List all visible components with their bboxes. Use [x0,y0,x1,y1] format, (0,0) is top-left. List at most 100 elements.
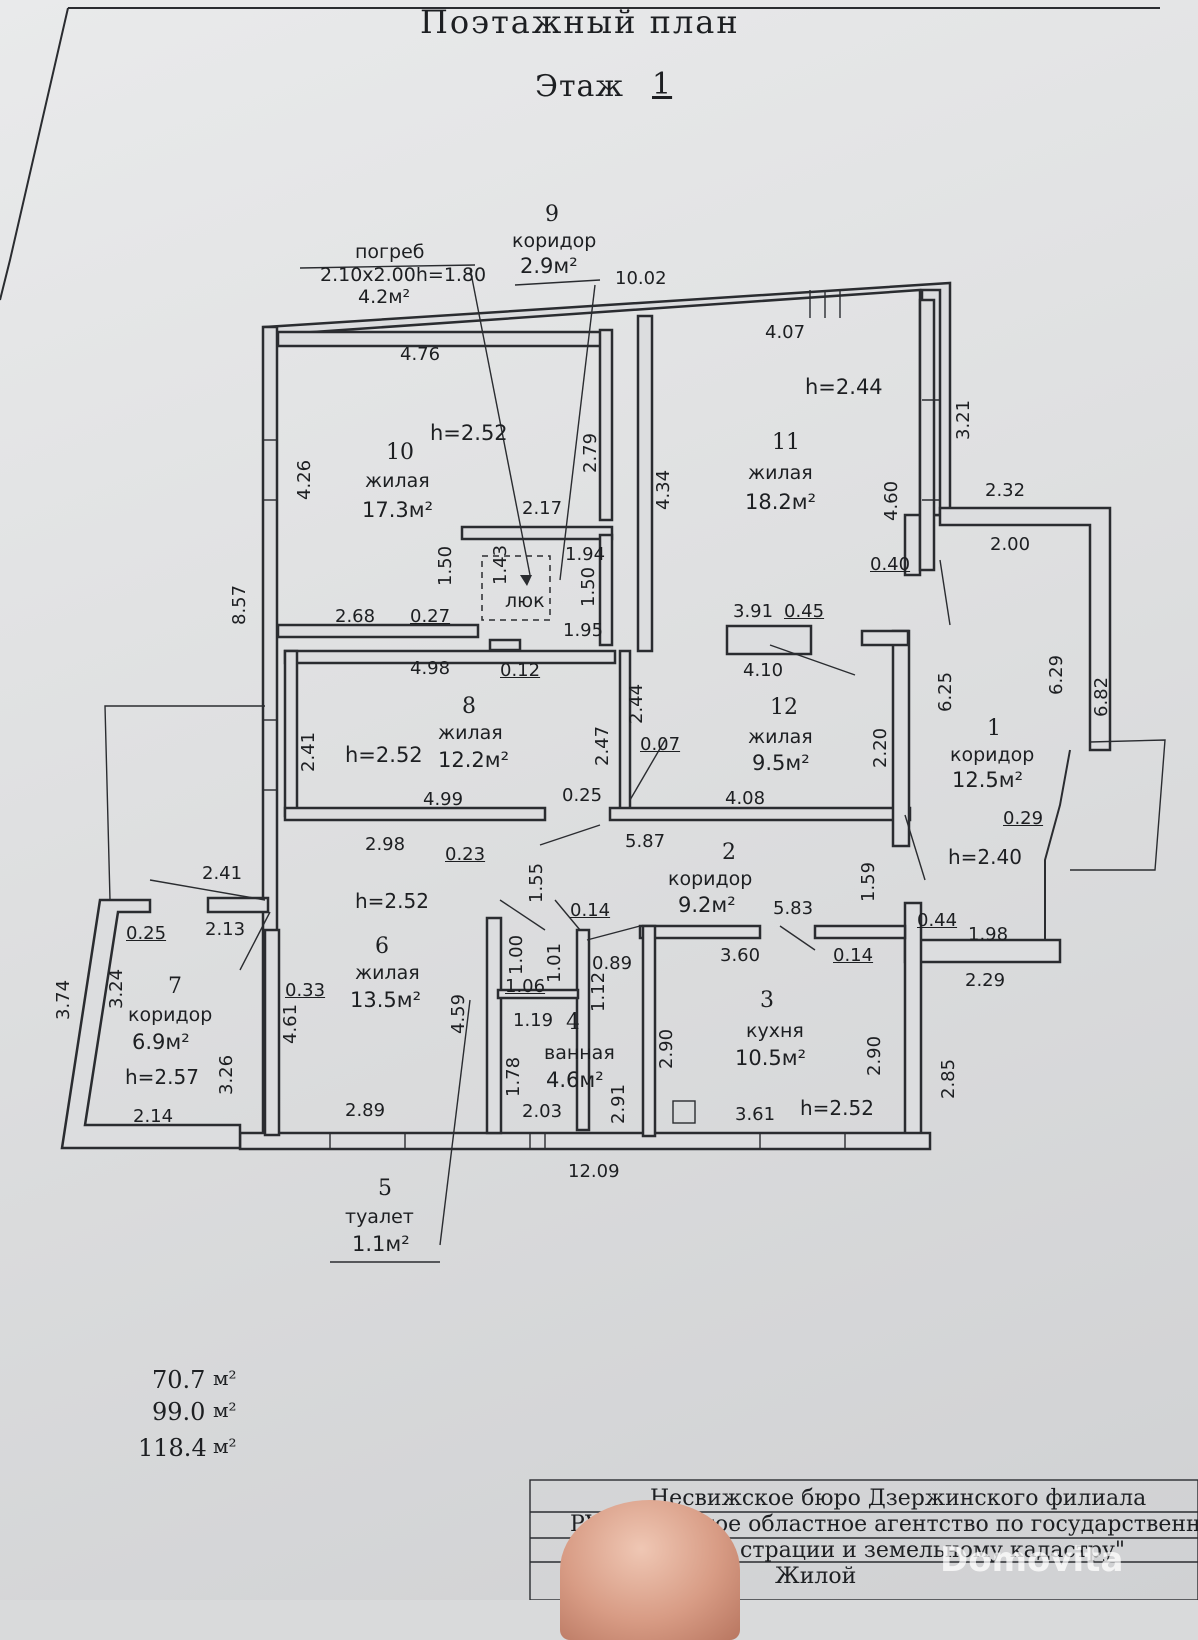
room10-number: 10 [386,440,414,465]
dim-2-79: 2.79 [580,432,601,473]
room2-area: 9.2м² [678,893,736,917]
room3-number: 3 [760,988,774,1013]
cellar-area: 4.2м² [358,286,411,308]
watermark-logo: Domovita [940,1540,1124,1580]
sheet-border-left [0,7,69,301]
room8-area: 12.2м² [438,748,510,772]
wall-room10-top [276,330,610,348]
dim-2-14: 2.14 [133,1106,174,1127]
room10-area: 17.3м² [362,498,434,522]
corridor9-name: коридор [512,230,597,252]
dim-2-41b: 2.41 [202,863,243,884]
dim-4-10: 4.10 [743,660,784,681]
dim-3-60: 3.60 [720,945,761,966]
dim-1-12: 1.12 [588,971,609,1012]
stove-block [725,624,813,656]
dim-2-17: 2.17 [522,498,563,519]
total-2-unit: м² [213,1398,237,1422]
dim-1-19: 1.19 [513,1010,554,1031]
room12-name: жилая [748,726,813,748]
room11-height: h=2.44 [805,375,883,399]
room3-height: h=2.52 [800,1096,874,1120]
wall-bath-left [485,916,503,1135]
wall-kitchen-top-b [813,924,907,940]
dim-1-01: 1.01 [544,942,565,983]
dim-3-61: 3.61 [735,1104,776,1125]
wall-room7 [60,898,242,1150]
room12-number: 12 [770,695,798,720]
dim-2-41: 2.41 [298,731,319,772]
dim-0-27: 0.27 [410,606,451,627]
wall-kitchen-top-a [638,924,762,940]
dim-2-85: 2.85 [938,1058,959,1099]
dim-2-20: 2.20 [870,727,891,768]
dim-6-29: 6.29 [1046,654,1067,695]
dim-4-34: 4.34 [653,469,674,510]
window-marks [263,290,940,1149]
dim-0-44: 0.44 [917,910,958,931]
dim-10-02: 10.02 [615,268,667,289]
dim-3-74: 3.74 [53,979,74,1020]
dim-2-89: 2.89 [345,1100,386,1121]
outer-wall-right-lower [903,901,923,1150]
total-1-unit: м² [213,1366,237,1390]
dim-6-82: 6.82 [1091,676,1112,717]
room3-name: кухня [746,1020,804,1042]
stamp-frame [529,1479,1198,1600]
room1-name: коридор [950,744,1035,766]
total-1: 70.7 [152,1366,206,1394]
dim-2-98: 2.98 [365,834,406,855]
toilet5-name: туалет [345,1206,414,1228]
dim-5-87: 5.87 [625,831,666,852]
wall-room7-top [206,896,270,914]
dim-4-99: 4.99 [423,789,464,810]
room3-area: 10.5м² [735,1046,807,1070]
room7-name: коридор [128,1004,213,1026]
dim-4-59: 4.59 [448,993,469,1034]
room4-name: ванная [544,1042,615,1064]
dim-3-26: 3.26 [216,1054,237,1095]
dim-0-29: 0.29 [1003,808,1044,829]
dim-1-59: 1.59 [858,861,879,902]
dim-4-98: 4.98 [410,658,451,679]
room6-height: h=2.52 [355,889,429,913]
dim-1-94: 1.94 [565,544,606,565]
room4-area: 4.6м² [546,1068,604,1092]
room7-number: 7 [168,974,182,999]
dim-5-83: 5.83 [773,898,814,919]
floor-label: Этаж [535,69,625,104]
outer-wall-top [262,281,952,577]
floor-plan-drawing [0,7,1198,1600]
total-3: 118.4 [138,1434,207,1462]
room10-height: h=2.52 [430,421,508,445]
corridor9-area: 2.9м² [520,254,578,278]
dim-2-03: 2.03 [522,1101,563,1122]
wall-toilet [496,988,580,1000]
wall-room10-bottom [276,623,480,639]
floor-number: 1 [652,67,673,102]
dim-3-91: 3.91 [733,601,774,622]
dim-4-07: 4.07 [765,322,806,343]
wall-room11-right [918,298,936,572]
toilet5-area: 1.1м² [352,1232,410,1256]
dim-0-07: 0.07 [640,734,681,755]
dim-1-06: 1.06 [505,976,546,997]
dim-0-14b: 0.14 [833,945,874,966]
stove-icon [672,1100,696,1124]
dim-2-44: 2.44 [626,683,647,724]
room10-name: жилая [365,470,430,492]
dim-0-23: 0.23 [445,844,486,865]
dim-1-95: 1.95 [563,620,604,641]
cellar-size: 2.10x2.00h=1.80 [320,264,487,286]
dim-0-33: 0.33 [285,980,326,1001]
dim-3-24: 3.24 [106,968,127,1009]
wall-room12-corner [860,629,910,647]
dim-2-13: 2.13 [205,919,246,940]
room8-height: h=2.52 [345,743,423,767]
room4-number: 4 [566,1010,580,1035]
dim-0-89: 0.89 [592,953,633,974]
toilet5-number: 5 [378,1176,392,1201]
dim-2-32: 2.32 [985,480,1026,501]
room11-name: жилая [748,462,813,484]
